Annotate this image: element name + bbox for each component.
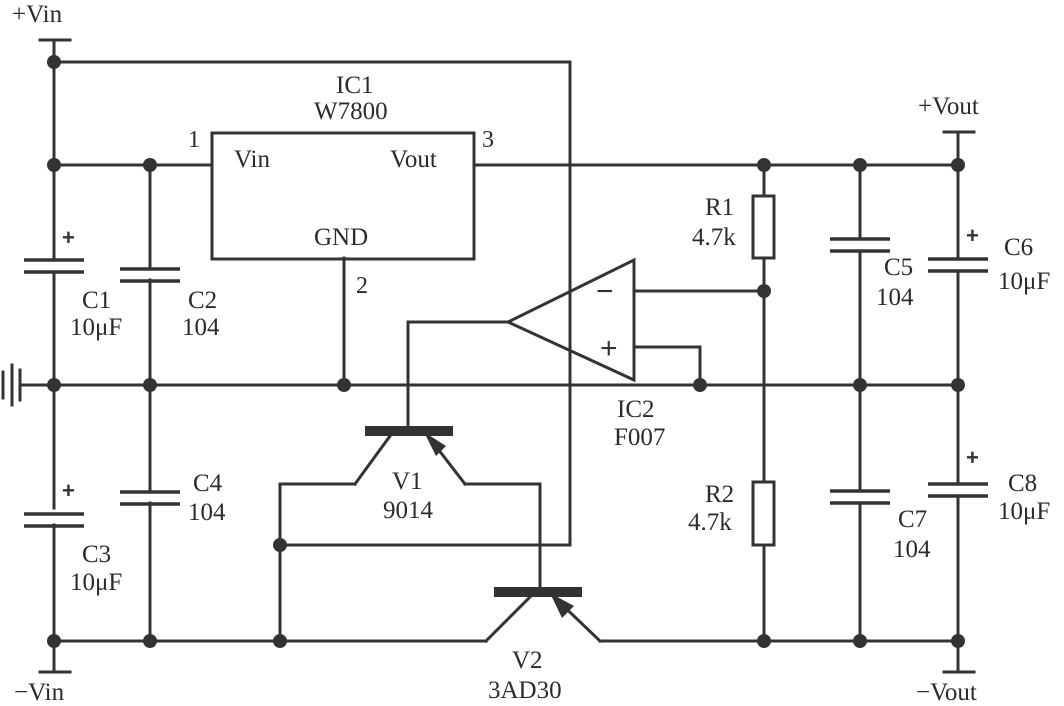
v2-emitter-arrow-icon: [550, 593, 574, 618]
ic2-opamp-body: [504, 257, 636, 383]
label-c4-ref: C4: [193, 470, 223, 497]
capacitor-c4: [120, 490, 180, 506]
label-c2-ref: C2: [188, 287, 217, 314]
v1-emitter-arrow-icon: [424, 432, 446, 456]
label-ic1-pin2: 2: [356, 273, 368, 299]
ground-symbol: [1, 363, 22, 407]
transistor-v2: [483, 587, 603, 644]
capacitor-c5: [830, 237, 890, 253]
label-c1-polarity: +: [62, 225, 75, 250]
label-c8-polarity: +: [966, 445, 979, 470]
label-c4-value: 104: [188, 499, 226, 526]
ic1-body: [210, 131, 476, 261]
label-c8-value: 10μF: [998, 498, 1050, 525]
label-v1-part: 9014: [383, 497, 434, 524]
resistor-r1: [751, 194, 776, 260]
capacitor-c2: [120, 267, 180, 283]
label-r1-ref: R1: [705, 194, 734, 221]
label-v2-part: 3AD30: [488, 677, 562, 704]
label-vout-pos: +Vout: [918, 93, 979, 120]
label-ic2-ref: IC2: [617, 396, 655, 423]
wires: [20, 38, 976, 674]
label-r1-value: 4.7k: [692, 224, 736, 251]
label-vout-neg: −Vout: [916, 679, 977, 706]
label-c6-ref: C6: [1004, 234, 1033, 261]
label-ic1-pin3: 3: [482, 127, 494, 153]
label-ic1-ref: IC1: [336, 72, 374, 99]
label-c3-polarity: +: [62, 478, 75, 503]
label-ic1-pin1: 1: [188, 127, 200, 153]
label-r2-value: 4.7k: [688, 509, 732, 536]
label-ic1-pin-gnd: GND: [314, 224, 368, 251]
label-c8-ref: C8: [1008, 470, 1037, 497]
transistor-v1: [352, 426, 468, 487]
label-c5-ref: C5: [884, 254, 913, 281]
capacitor-c1: [24, 258, 84, 274]
label-c6-polarity: +: [966, 223, 979, 248]
label-c1-ref: C1: [82, 287, 111, 314]
capacitor-c3: [24, 512, 84, 528]
label-ic2-minus: −: [596, 275, 614, 308]
label-v1-ref: V1: [392, 468, 423, 495]
label-vin-neg: −Vin: [14, 679, 65, 706]
label-ic1-pin-vout: Vout: [390, 146, 437, 173]
label-ic2-plus: +: [600, 332, 618, 365]
label-ic2-part: F007: [614, 424, 665, 451]
label-c5-value: 104: [876, 284, 914, 311]
label-vin-pos: +Vin: [12, 1, 63, 28]
junction-dots: [47, 55, 965, 648]
capacitor-c8: [928, 482, 988, 498]
label-c3-ref: C3: [82, 541, 111, 568]
label-c7-ref: C7: [898, 506, 927, 533]
label-r2-ref: R2: [705, 481, 734, 508]
capacitor-c6: [928, 257, 988, 273]
capacitor-c7: [830, 489, 890, 505]
label-ic1-pin-vin: Vin: [234, 146, 270, 173]
label-c2-value: 104: [182, 314, 220, 341]
resistor-r2: [751, 480, 776, 547]
label-c6-value: 10μF: [998, 268, 1050, 295]
label-c7-value: 104: [893, 536, 931, 563]
label-c3-value: 10μF: [70, 569, 122, 596]
label-v2-ref: V2: [512, 647, 543, 674]
label-ic1-part: W7800: [314, 98, 388, 125]
label-c1-value: 10μF: [70, 314, 122, 341]
